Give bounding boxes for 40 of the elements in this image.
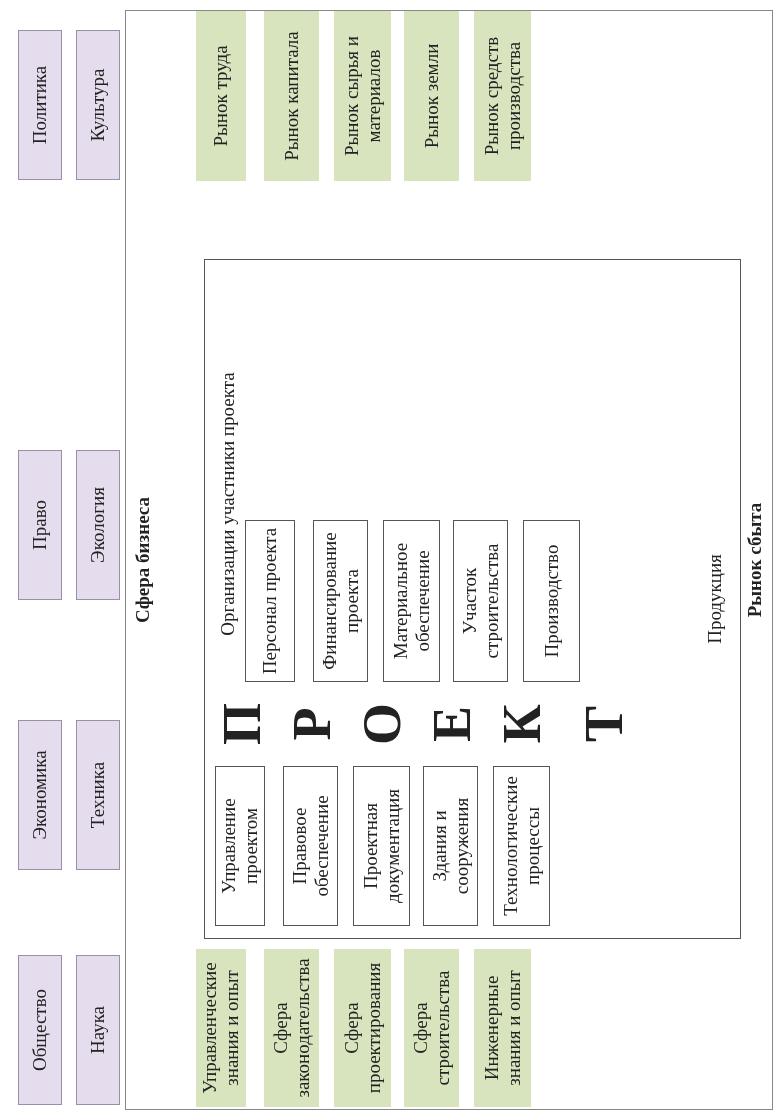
category-box: Общество <box>18 955 62 1105</box>
business-sphere-panel <box>125 10 773 1110</box>
project-letter: К <box>495 703 549 746</box>
project-part-box: Правовое обеспечение <box>283 766 338 926</box>
project-participants-frame <box>204 259 741 939</box>
project-letter: Р <box>285 706 339 743</box>
panel-footer: Рынок сбыта <box>744 502 766 618</box>
project-letter: О <box>355 702 409 747</box>
sphere-band: Сфера проектирования <box>334 949 391 1107</box>
category-box: Экология <box>76 450 120 600</box>
project-letter: Т <box>577 705 631 744</box>
sphere-band: Сфера строительства <box>404 949 459 1107</box>
project-letter: Е <box>425 705 479 744</box>
project-part-box: Технологические процессы <box>493 766 550 926</box>
project-part-box: Здания и сооружения <box>423 766 478 926</box>
project-part-box: Производство <box>523 520 580 682</box>
project-part-box: Персонал проекта <box>245 520 295 682</box>
sphere-band: Рынок земли <box>404 11 459 181</box>
category-box: Культура <box>76 30 120 180</box>
panel-footer: Продукция <box>704 554 726 644</box>
sphere-band: Рынок средств производства <box>474 11 531 181</box>
category-box: Экономика <box>18 720 62 870</box>
category-box: Техника <box>76 720 120 870</box>
sphere-band: Рынок сырья и материалов <box>334 11 391 181</box>
project-letter: П <box>215 702 269 747</box>
project-part-box: Участок строительства <box>453 520 508 682</box>
project-part-box: Материальное обеспечение <box>383 520 440 682</box>
project-part-box: Управление проектом <box>215 766 265 926</box>
category-box: Политика <box>18 30 62 180</box>
category-box: Право <box>18 450 62 600</box>
sphere-band: Рынок труда <box>196 11 246 181</box>
panel-heading: Сфера бизнеса <box>132 497 154 623</box>
sphere-band: Управленческие знания и опыт <box>196 949 246 1107</box>
project-part-box: Финансирование проекта <box>313 520 368 682</box>
sphere-band: Рынок капитала <box>264 11 319 181</box>
project-part-box: Проектная документация <box>353 766 410 926</box>
panel-heading: Организации участники проекта <box>217 372 239 636</box>
sphere-band: Сфера законодательства <box>264 949 319 1107</box>
sphere-band: Инженерные знания и опыт <box>474 949 531 1107</box>
category-box: Наука <box>76 955 120 1105</box>
